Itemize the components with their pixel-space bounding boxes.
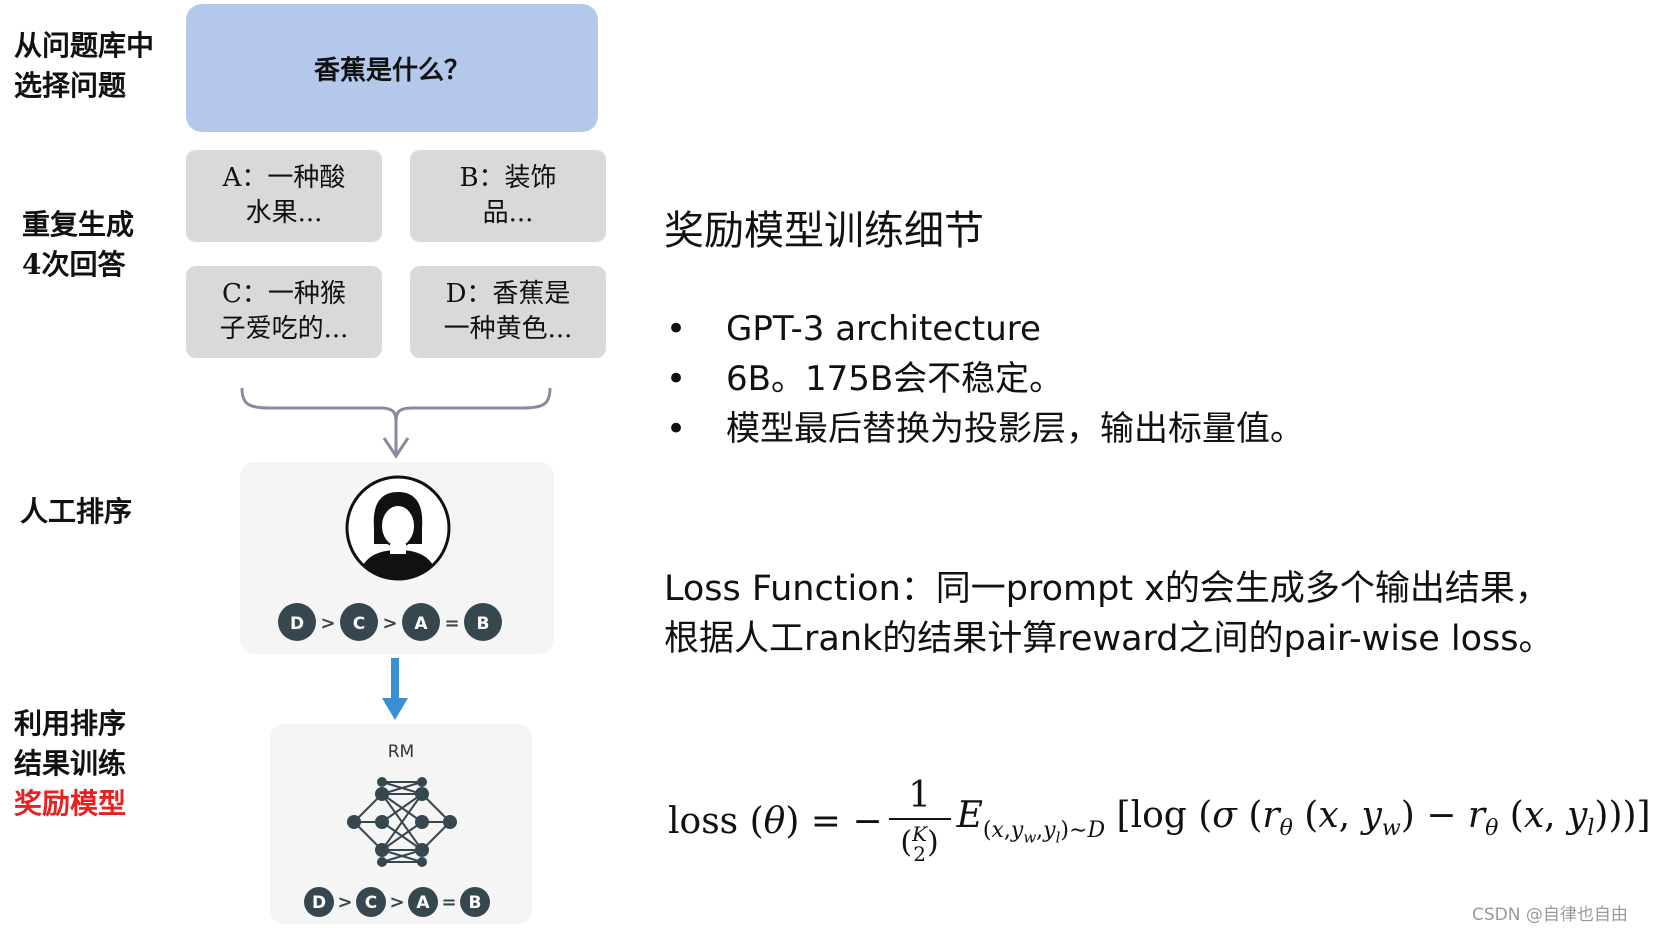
answer-c-line2: 子爱吃的... [219, 314, 349, 344]
rm-ranking-sequence: D > C > A = B [304, 887, 490, 917]
bullet-text: GPT-3 architecture [726, 309, 1041, 349]
down-arrow-blue [382, 658, 408, 720]
section-title: 奖励模型训练细节 [664, 208, 984, 254]
answer-a-line2: 水果... [245, 198, 323, 228]
label-train-rm-line2: 结果训练 [14, 747, 127, 780]
rank-operator: > [382, 613, 397, 634]
bullet-item: •GPT-3 architecture [660, 304, 1304, 354]
answer-a-line1: A：一种酸 [222, 163, 346, 193]
rank-item-label: B [477, 614, 490, 634]
label-train-rm-line3: 奖励模型 [14, 787, 127, 820]
answer-box-a: A：一种酸水果... [186, 150, 382, 242]
rank-item-d [278, 603, 316, 641]
bullet-item: •6B。175B会不稳定。 [660, 354, 1304, 404]
rank-operator: = [441, 892, 456, 913]
label-select-question: 从问题库中 选择问题 [14, 29, 155, 102]
rank-item-a [408, 887, 438, 917]
answer-box-c: C：一种猴子爱吃的... [186, 266, 382, 358]
label-repeat-generate: 重复生成 4次回答 [22, 208, 135, 281]
rank-item-c [356, 887, 386, 917]
rank-item-label: D [312, 893, 326, 913]
human-avatar-icon [345, 475, 451, 581]
rank-item-b [464, 603, 502, 641]
answer-c-line1: C：一种猴 [222, 279, 346, 309]
answer-b-line1: B：装饰 [459, 163, 557, 193]
answer-box-d: D：香蕉是一种黄色... [410, 266, 606, 358]
bullet-text: 6B。175B会不稳定。 [726, 359, 1064, 399]
answer-box-b: B：装饰品... [410, 150, 606, 242]
rank-item-label: C [353, 614, 365, 634]
rank-item-a [402, 603, 440, 641]
rank-item-label: D [290, 614, 304, 634]
answer-b-line2: 品... [482, 198, 534, 228]
answer-d-line2: 一种黄色... [443, 314, 573, 344]
rank-item-d [304, 887, 334, 917]
rm-label: RM [387, 742, 415, 762]
rank-operator: > [320, 613, 335, 634]
label-train-rm-line1: 利用排序 [14, 707, 127, 740]
label-train-reward-model: 利用排序 结果训练 奖励模型 [14, 704, 126, 824]
question-text: 香蕉是什么？ [313, 55, 470, 86]
label-human-rank: 人工排序 [20, 495, 133, 528]
watermark: CSDN @自律也自由 [1472, 905, 1628, 925]
neural-network-icon [347, 777, 457, 867]
rank-operator: > [337, 892, 352, 913]
rank-item-c [340, 603, 378, 641]
bullet-item: •模型最后替换为投影层，输出标量值。 [660, 404, 1304, 454]
bullet-list: •GPT-3 architecture •6B。175B会不稳定。 •模型最后替… [660, 304, 1304, 454]
human-ranking-card: D > C > A = B [240, 462, 554, 654]
rank-item-b [460, 887, 490, 917]
rank-operator: = [444, 613, 459, 634]
merge-brace-arrow [240, 387, 552, 459]
bullet-text: 模型最后替换为投影层，输出标量值。 [726, 409, 1304, 449]
loss-description-line1: Loss Function：同一prompt x的会生成多个输出结果， [664, 569, 1550, 609]
reward-model-card: RM D > C > A = B [270, 724, 532, 924]
human-ranking-sequence: D > C > A = B [278, 603, 502, 641]
rank-item-label: A [414, 614, 428, 634]
loss-function-description: Loss Function：同一prompt x的会生成多个输出结果， 根据人工… [664, 564, 1554, 664]
rank-item-label: C [365, 893, 377, 913]
answer-d-line1: D：香蕉是 [445, 279, 571, 309]
loss-description-line2: 根据人工rank的结果计算reward之间的pair-wise loss。 [664, 619, 1554, 659]
rank-item-label: B [469, 893, 482, 913]
rank-item-label: A [416, 893, 430, 913]
rank-operator: > [389, 892, 404, 913]
question-box: 香蕉是什么？ [186, 4, 598, 132]
